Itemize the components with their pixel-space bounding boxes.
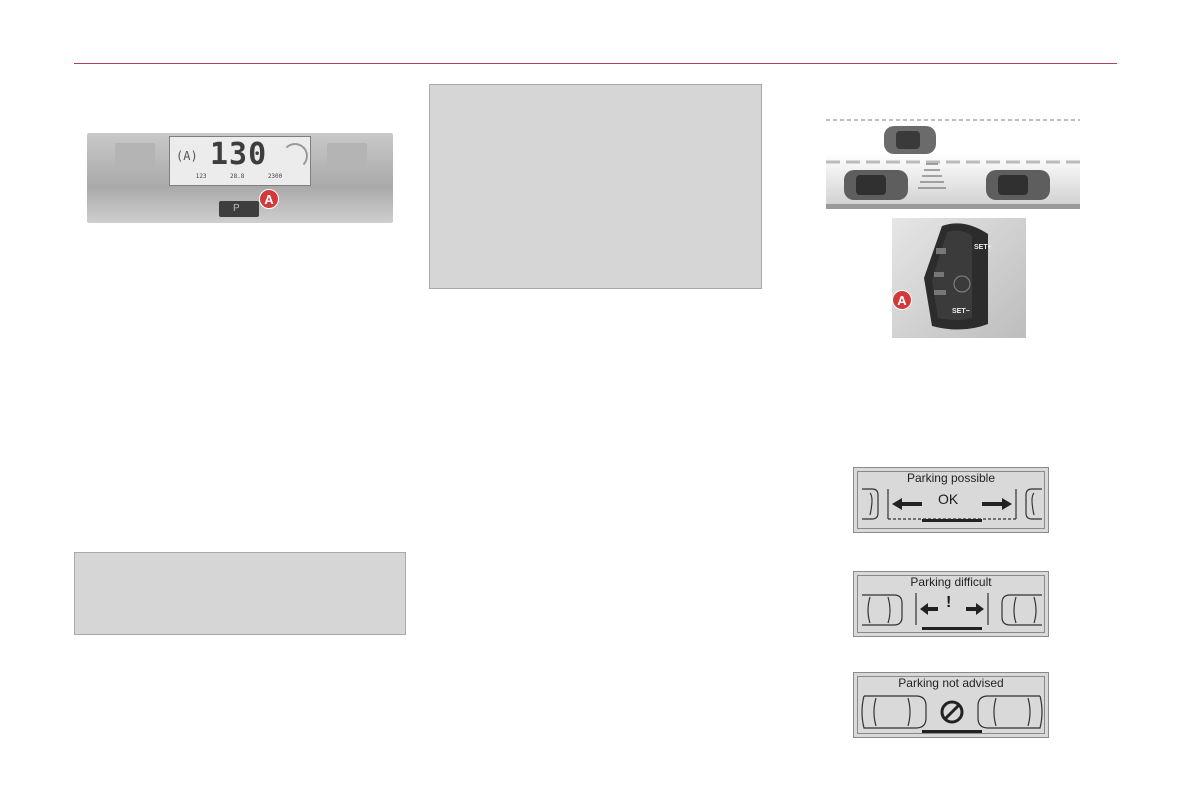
vent-right — [327, 143, 367, 171]
parking-not-advised-graphic — [861, 695, 1043, 733]
lcd-readout: 123 — [195, 173, 207, 180]
dashboard-button: P — [219, 201, 259, 217]
vent-left — [115, 143, 155, 171]
sign-border — [857, 676, 1045, 734]
lcd-speed: 130 — [210, 137, 268, 172]
parking-sign-title: Parking difficult — [910, 575, 992, 589]
sign-border — [857, 471, 1045, 529]
parking-sign-possible: Parking possible OK — [853, 467, 1049, 533]
set-plus-label: SET+ — [974, 244, 992, 251]
parking-scene-svg — [826, 119, 1080, 209]
sign-border — [857, 575, 1045, 633]
parking-difficult-graphic — [862, 593, 1042, 630]
parking-sign-difficult: Parking difficult ! — [853, 571, 1049, 637]
lcd-readouts: 123 28.8 2300 — [184, 173, 294, 180]
dashboard-illustration: (A) 130 123 28.8 2300 P A — [87, 133, 393, 223]
parking-sign-center: ! — [946, 594, 952, 611]
header-rule — [74, 63, 1117, 64]
lcd-readout: 28.8 — [229, 173, 245, 180]
lcd-gear-indicator: (A) — [176, 149, 198, 163]
lcd-display: (A) 130 123 28.8 2300 — [169, 136, 311, 186]
callout-badge: A — [259, 189, 279, 209]
parking-sign-not-advised: Parking not advised — [853, 672, 1049, 738]
parking-possible-graphic — [862, 488, 1042, 522]
parking-sign-title: Parking not advised — [898, 676, 1004, 690]
parking-sign-center: OK — [938, 491, 959, 507]
note-box-top — [429, 84, 762, 289]
parking-scene-illustration — [826, 114, 1080, 210]
note-box-bottom — [74, 552, 406, 635]
parking-assist-icon: P — [233, 203, 240, 214]
steering-control-illustration: SET+ SET− A — [892, 218, 1026, 338]
callout-badge: A — [892, 290, 912, 310]
gauge-arc-icon — [282, 143, 308, 169]
set-minus-label: SET− — [952, 308, 970, 315]
parking-sign-title: Parking possible — [906, 471, 996, 485]
lcd-readout: 2300 — [267, 173, 283, 180]
steering-control-svg — [924, 223, 988, 330]
